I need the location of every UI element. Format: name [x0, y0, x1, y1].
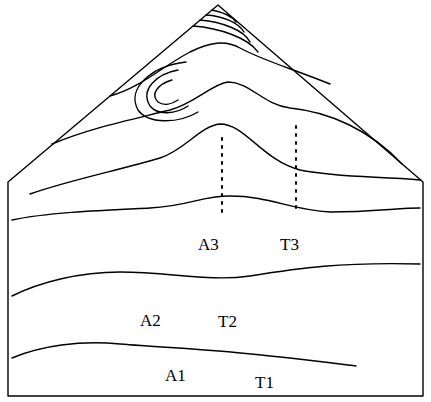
- section-outline: [8, 5, 423, 396]
- contour-line: [30, 124, 420, 194]
- layer-label: A2: [140, 312, 161, 329]
- layer-label: A1: [165, 367, 186, 384]
- dotted-line: [221, 138, 223, 212]
- layer-label: T1: [255, 374, 274, 391]
- contour-line: [110, 43, 330, 96]
- contour-line: [12, 196, 420, 220]
- contour-line: [12, 343, 356, 366]
- contour-line: [147, 70, 188, 113]
- layer-label: T2: [218, 313, 237, 330]
- contour-line: [12, 264, 420, 296]
- contour-line: [206, 15, 244, 32]
- dotted-line: [295, 126, 297, 212]
- contour-line: [155, 80, 178, 104]
- layer-label: A3: [198, 236, 219, 253]
- contour-line: [52, 82, 402, 164]
- contour-line: [135, 62, 198, 121]
- layer-label: T3: [280, 236, 299, 253]
- contour-line: [193, 26, 258, 52]
